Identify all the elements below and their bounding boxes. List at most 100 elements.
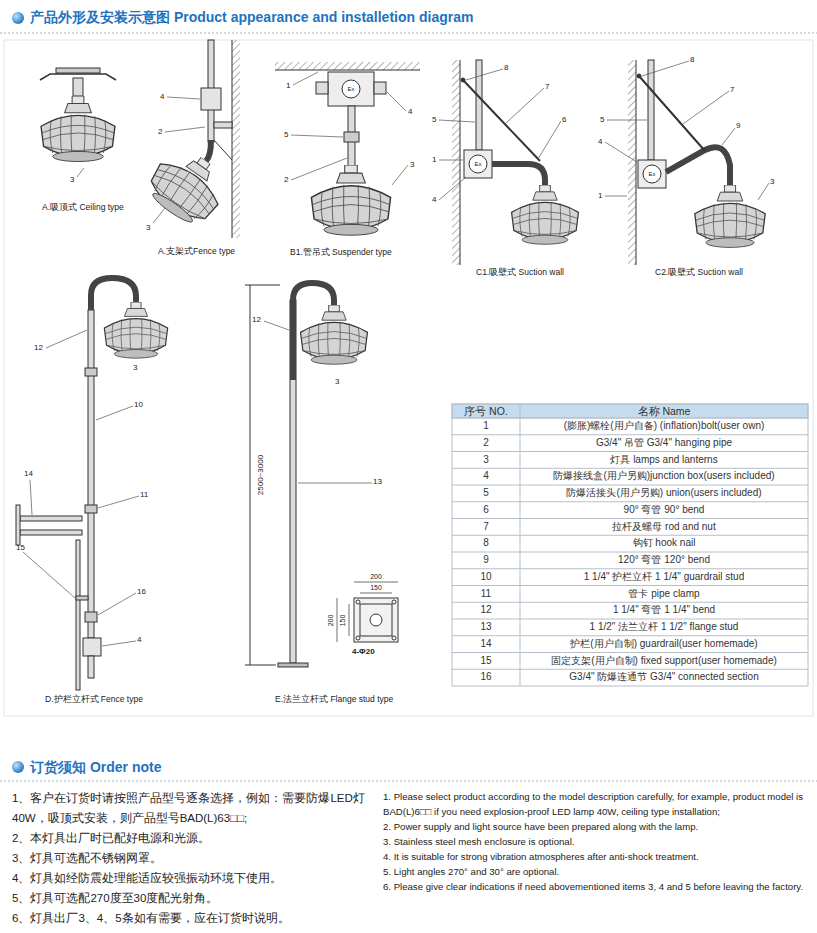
dimension-text: 150 [370, 584, 382, 591]
callout-number: 2 [284, 176, 288, 184]
dimension-text: 200 [370, 573, 382, 580]
table-header: 名称 Name [520, 404, 808, 418]
callout-number: 6 [562, 116, 566, 124]
callout-number: 3 [70, 176, 74, 184]
table-cell: 拉杆及螺母 rod and nut [520, 519, 808, 536]
callout-number: 7 [545, 83, 549, 91]
table-cell: 1 1/4" 弯管 1 1/4" bend [520, 602, 808, 619]
table-cell: 1 [452, 418, 520, 435]
dimension-text: 4-Φ20 [352, 648, 375, 656]
table-cell: 4 [452, 468, 520, 485]
callout-number: 15 [16, 544, 25, 552]
figure-caption: A.吸顶式 Ceiling type [42, 203, 124, 212]
callout-number: 14 [24, 470, 33, 478]
callout-number: 3 [146, 224, 150, 232]
callout-number: 4 [598, 138, 602, 146]
table-cell: 防爆接线盒(用户另购)junction box(users included) [520, 468, 808, 485]
table-cell: 管卡 pipe clamp [520, 586, 808, 603]
callout-number: 1 [286, 82, 290, 90]
table-cell: 120° 弯管 120° bend [520, 552, 808, 569]
callout-number: 1 [598, 192, 602, 200]
dimension-text: 2500~3000 [257, 455, 265, 495]
order-note-item: 3. Stainless steel mesh enclosure is opt… [383, 834, 809, 849]
callout-number: 8 [690, 56, 694, 64]
section-title: 订货须知 Order note [30, 759, 161, 775]
table-cell: 1 1/2" 法兰立杆 1 1/2" flange stud [520, 619, 808, 636]
chinese-notes: 1、客户在订货时请按照产品型号逐条选择，例如：需要防爆LED灯40W，吸顶式安装… [12, 788, 376, 928]
order-note-item: 2. Power supply and light source have be… [383, 819, 809, 834]
table-cell: 15 [452, 653, 520, 670]
order-note-item: 1. Please select product according to th… [383, 789, 809, 819]
callout-number: 13 [373, 478, 382, 486]
table-cell: 灯具 lamps and lanterns [520, 452, 808, 469]
order-note-item: 4. It is suitable for strong vibration a… [383, 849, 809, 864]
callout-number: 3 [410, 161, 414, 169]
callout-number: 1 [432, 156, 436, 164]
table-cell: (膨胀)螺栓(用户自备) (inflation)bolt(user own) [520, 418, 808, 435]
order-note-item: 6. Please give clear indications if need… [383, 879, 809, 894]
callout-number: 12 [252, 316, 261, 324]
callout-number: 9 [736, 122, 740, 130]
table-cell: 7 [452, 519, 520, 536]
order-note-item: 6、灯具出厂3、4、5条如有需要，应在订货时说明。 [12, 908, 376, 928]
callout-number: 4 [408, 108, 412, 116]
dimension-text: 150 [340, 614, 347, 626]
table-cell: 12 [452, 602, 520, 619]
figure-caption: A.支架式Fence type [158, 247, 235, 256]
callout-number: 5 [600, 116, 604, 124]
callout-number: 3 [133, 364, 137, 372]
dimension-text: Ex [347, 86, 354, 92]
table-cell: 11 [452, 586, 520, 603]
callout-number: 2 [158, 128, 162, 136]
callout-number: 10 [134, 401, 143, 409]
order-note-item: 2、本灯具出厂时已配好电源和光源。 [12, 828, 376, 848]
table-cell: G3/4" 吊管 G3/4" hanging pipe [520, 435, 808, 452]
dimension-text: Ex [474, 161, 481, 167]
figure-caption: C1.吸壁式 Suction wall [476, 268, 564, 277]
dimension-text: 200 [328, 614, 335, 626]
table-cell: 2 [452, 435, 520, 452]
figure-caption: B1.管吊式 Suspender type [290, 248, 392, 257]
callout-number: 5 [432, 116, 436, 124]
table-header: 序号 NO. [452, 404, 520, 418]
callout-number: 16 [137, 588, 146, 596]
table-cell: G3/4" 防爆连通节 G3/4" connected section [520, 669, 808, 686]
table-cell: 16 [452, 669, 520, 686]
english-notes: 1. Please select product according to th… [383, 789, 809, 894]
order-note-item: 1、客户在订货时请按照产品型号逐条选择，例如：需要防爆LED灯40W，吸顶式安装… [12, 788, 376, 828]
callout-number: 8 [504, 64, 508, 72]
table-cell: 10 [452, 569, 520, 586]
dimension-text: Ex [648, 171, 655, 177]
table-cell: 13 [452, 619, 520, 636]
table-cell: 6 [452, 502, 520, 519]
table-cell: 护栏(用户自制) guardrail(user homemade) [520, 636, 808, 653]
table-cell: 9 [452, 552, 520, 569]
table-cell: 14 [452, 636, 520, 653]
table-cell: 防爆活接头(用户另购) union(users included) [520, 485, 808, 502]
table-cell: 8 [452, 535, 520, 552]
callout-number: 4 [160, 93, 164, 101]
figure-caption: C2.吸壁式 Suction wall [655, 268, 743, 277]
table-cell: 90° 弯管 90° bend [520, 502, 808, 519]
section-title: 产品外形及安装示意图 Product appearance and instal… [30, 9, 473, 25]
callout-number: 3 [770, 178, 774, 186]
table-cell: 固定支架(用户自制) fixed support(user homemade) [520, 653, 808, 670]
table-cell: 5 [452, 485, 520, 502]
callout-number: 4 [137, 636, 141, 644]
order-note-item: 4、灯具如经防震处理能适应较强振动环境下使用。 [12, 868, 376, 888]
callout-number: 11 [140, 491, 148, 499]
order-note-item: 5. Light angles 270° and 30° are optiona… [383, 864, 809, 879]
table-cell: 3 [452, 452, 520, 469]
callout-number: 12 [34, 344, 43, 352]
order-note-item: 5、灯具可选配270度至30度配光射角。 [12, 888, 376, 908]
callout-number: 4 [432, 196, 436, 204]
figure-caption: D.护栏立杆式 Fence type [45, 695, 143, 704]
callout-number: 5 [284, 131, 288, 139]
callout-number: 3 [335, 378, 339, 386]
callout-number: 7 [730, 86, 734, 94]
table-cell: 1 1/4" 护栏立杆 1 1/4" guardrail stud [520, 569, 808, 586]
figure-caption: E.法兰立杆式 Flange stud type [275, 695, 393, 704]
table-cell: 钩钉 hook nail [520, 535, 808, 552]
order-note-item: 3、灯具可选配不锈钢网罩。 [12, 848, 376, 868]
